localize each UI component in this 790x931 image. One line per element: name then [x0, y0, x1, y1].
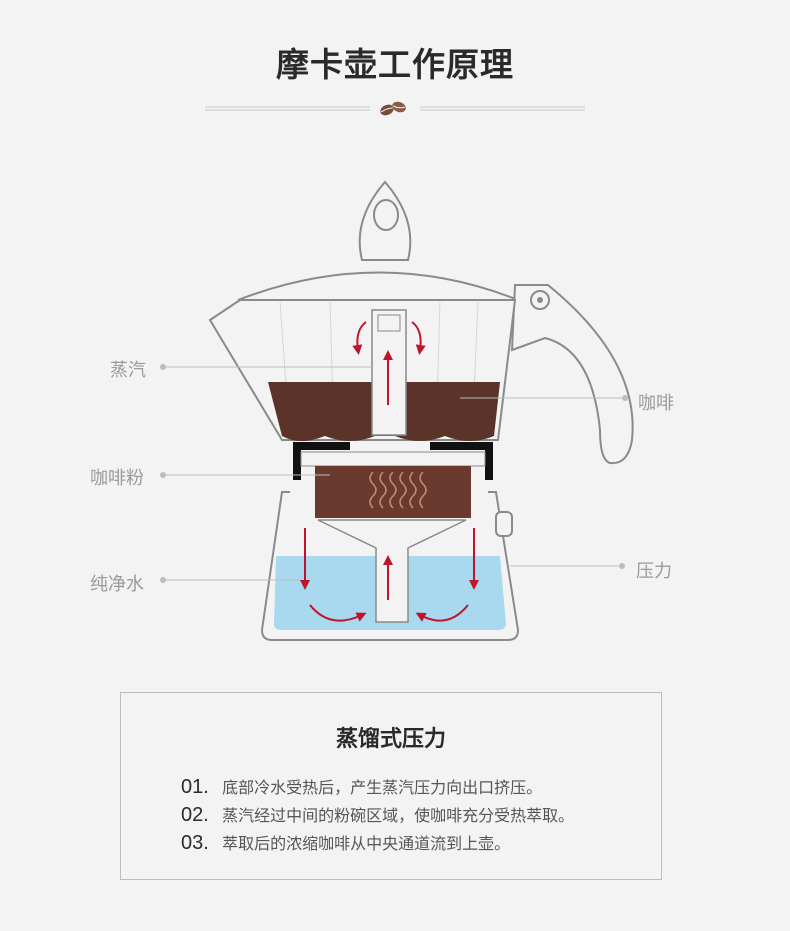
- funnel: [317, 519, 467, 623]
- gasket-ring: [293, 441, 493, 480]
- steps-list: 01. 底部冷水受热后，产生蒸汽压力向出口挤压。 02. 蒸汽经过中间的粉碗区域…: [181, 773, 574, 857]
- leader-lines: [163, 366, 625, 581]
- step-number: 03.: [181, 832, 209, 854]
- step-number: 02.: [181, 804, 209, 826]
- label-pure-water: 纯净水: [90, 574, 144, 595]
- pot-handle: [510, 284, 634, 465]
- panel-title: 蒸馏式压力: [335, 727, 446, 752]
- label-pressure: 压力: [636, 561, 672, 582]
- step-text: 蒸汽经过中间的粉碗区域，使咖啡充分受热萃取。: [222, 806, 575, 825]
- principle-panel: 蒸馏式压力 01. 底部冷水受热后，产生蒸汽压力向出口挤压。 02. 蒸汽经过中…: [120, 692, 662, 880]
- lid-knob: [358, 180, 412, 261]
- title-divider: [205, 101, 585, 116]
- label-coffee-powder: 咖啡粉: [90, 468, 144, 489]
- step-item: 03. 萃取后的浓缩咖啡从中央通道流到上壶。: [181, 829, 574, 857]
- step-item: 02. 蒸汽经过中间的粉碗区域，使咖啡充分受热萃取。: [181, 801, 574, 829]
- label-coffee: 咖啡: [638, 393, 674, 414]
- flow-arrows: [300, 321, 479, 622]
- step-item: 01. 底部冷水受热后，产生蒸汽压力向出口挤压。: [181, 773, 574, 801]
- coffee-bean-icon: [380, 101, 406, 116]
- step-text: 萃取后的浓缩咖啡从中央通道流到上壶。: [222, 834, 511, 853]
- moka-pot-diagram: [160, 180, 634, 641]
- pot-lid: [237, 271, 519, 301]
- lower-chamber: [260, 491, 520, 641]
- pressure-valve: [495, 511, 513, 537]
- coffee-powder-basket: [315, 466, 471, 518]
- steam-waves: [369, 471, 427, 509]
- page-title: 摩卡壶工作原理: [276, 45, 514, 84]
- step-number: 01.: [181, 776, 209, 798]
- label-steam: 蒸汽: [110, 360, 146, 381]
- step-text: 底部冷水受热后，产生蒸汽压力向出口挤压。: [222, 778, 543, 797]
